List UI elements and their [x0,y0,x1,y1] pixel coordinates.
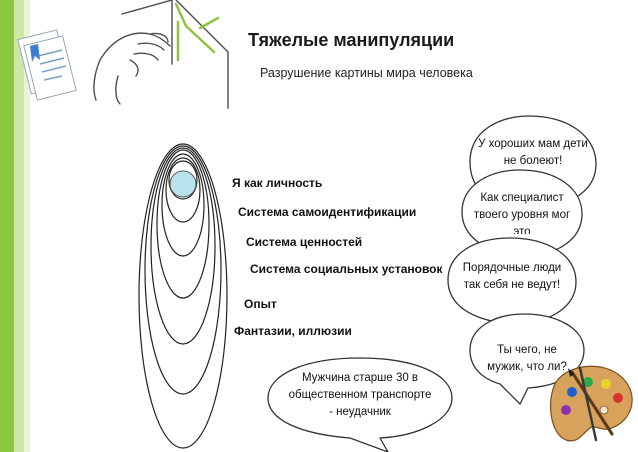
layer-label-personality: Я как личность [232,176,323,190]
concentric-ovals [138,143,228,449]
layer-label-self-identification: Система самоидентификации [238,205,417,219]
light-green-stripe [14,0,24,452]
slide-title: Тяжелые манипуляции [248,30,455,50]
bubble-text-decent-people: Порядочные люди так себя не ведут! [462,262,562,291]
green-stripe [0,0,14,452]
palette-icon [549,365,633,442]
bubble-text-not-a-man: Ты чего, не мужик, что ли? [487,344,567,373]
layer-label-social-attitudes: Система социальных установок [250,262,443,276]
bubble-text-specialist: Как специалист твоего уровня мог это [473,192,571,234]
layer-label-values: Система ценностей [246,235,363,249]
bubble-text-mothers: У хороших мам дети не болеют! [478,138,588,167]
speech-bubbles [267,115,597,452]
pale-green-stripe [24,0,30,452]
hand-house-illustration [93,0,229,109]
core-circle [169,170,197,198]
slide-subtitle: Разрушение картины мира человека [260,66,473,80]
documents-icon [17,29,77,101]
bubble-text-loser: Мужчина старше 30 в общественном транспо… [288,372,432,418]
layer-label-experience: Опыт [244,297,277,311]
layer-label-fantasies: Фантазии, иллюзии [234,324,352,338]
